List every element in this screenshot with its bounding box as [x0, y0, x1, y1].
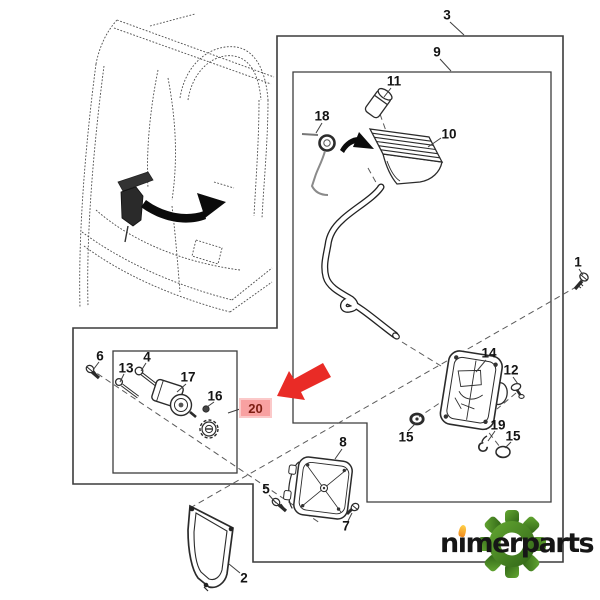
- callout-17: 17: [180, 369, 196, 385]
- part-12-pin: [510, 382, 525, 399]
- callout-1: 1: [574, 254, 582, 270]
- callout-2: 2: [240, 570, 248, 586]
- callout-leader-lines: [92, 21, 584, 574]
- screw-6: [85, 364, 101, 380]
- callout-7: 7: [342, 518, 350, 534]
- part-19-clip: [477, 435, 489, 453]
- callout-12: 12: [503, 362, 519, 378]
- brand-wordmark: nimerparts: [440, 528, 595, 559]
- callout-10: 10: [441, 126, 457, 142]
- callout-6: 6: [96, 348, 104, 364]
- part-15-cap-right: [495, 445, 511, 459]
- callout-19: 19: [490, 417, 506, 433]
- logo-gear-icon: [478, 510, 546, 578]
- callout-18: 18: [314, 108, 330, 124]
- cab-sketch: [79, 13, 275, 313]
- insert-direction-arrow: [340, 132, 374, 153]
- inner-box-actuator-border: [112, 350, 238, 474]
- part-18-wire: [301, 133, 336, 196]
- callout-3: 3: [443, 7, 451, 23]
- callout-4: 4: [143, 349, 151, 365]
- callout-14: 14: [481, 345, 497, 361]
- screw-1: [573, 272, 589, 291]
- callout-9: 9: [433, 44, 441, 60]
- callout-16: 16: [207, 388, 223, 404]
- cab-mounted-part: [117, 171, 154, 243]
- part-10-grille: [368, 128, 444, 185]
- part-11-plug: [364, 87, 393, 119]
- part-2-gasket: [187, 504, 234, 592]
- highlight-arrow: [277, 363, 331, 400]
- screw-7: [345, 502, 360, 516]
- part-8-cover: [283, 456, 353, 520]
- inner-box-9-border: [292, 71, 552, 503]
- outer-panel-border: [72, 35, 564, 563]
- callout-8: 8: [339, 434, 347, 450]
- highlighted-part-badge: 20: [239, 398, 272, 418]
- callout-15-left: 15: [398, 429, 414, 445]
- part-15-grommet-left: [409, 412, 425, 426]
- callout-15-right: 15: [505, 428, 521, 444]
- part-17-actuator: [151, 378, 197, 418]
- part-17-gear-wheel: [199, 419, 219, 439]
- hose-drawing: [321, 183, 400, 340]
- callout-11: 11: [386, 73, 402, 89]
- cab-direction-arrow: [141, 193, 226, 223]
- callout-13: 13: [118, 360, 134, 376]
- part-16-nut: [202, 405, 210, 413]
- part-14-frame: [439, 350, 508, 431]
- callout-5: 5: [262, 481, 270, 497]
